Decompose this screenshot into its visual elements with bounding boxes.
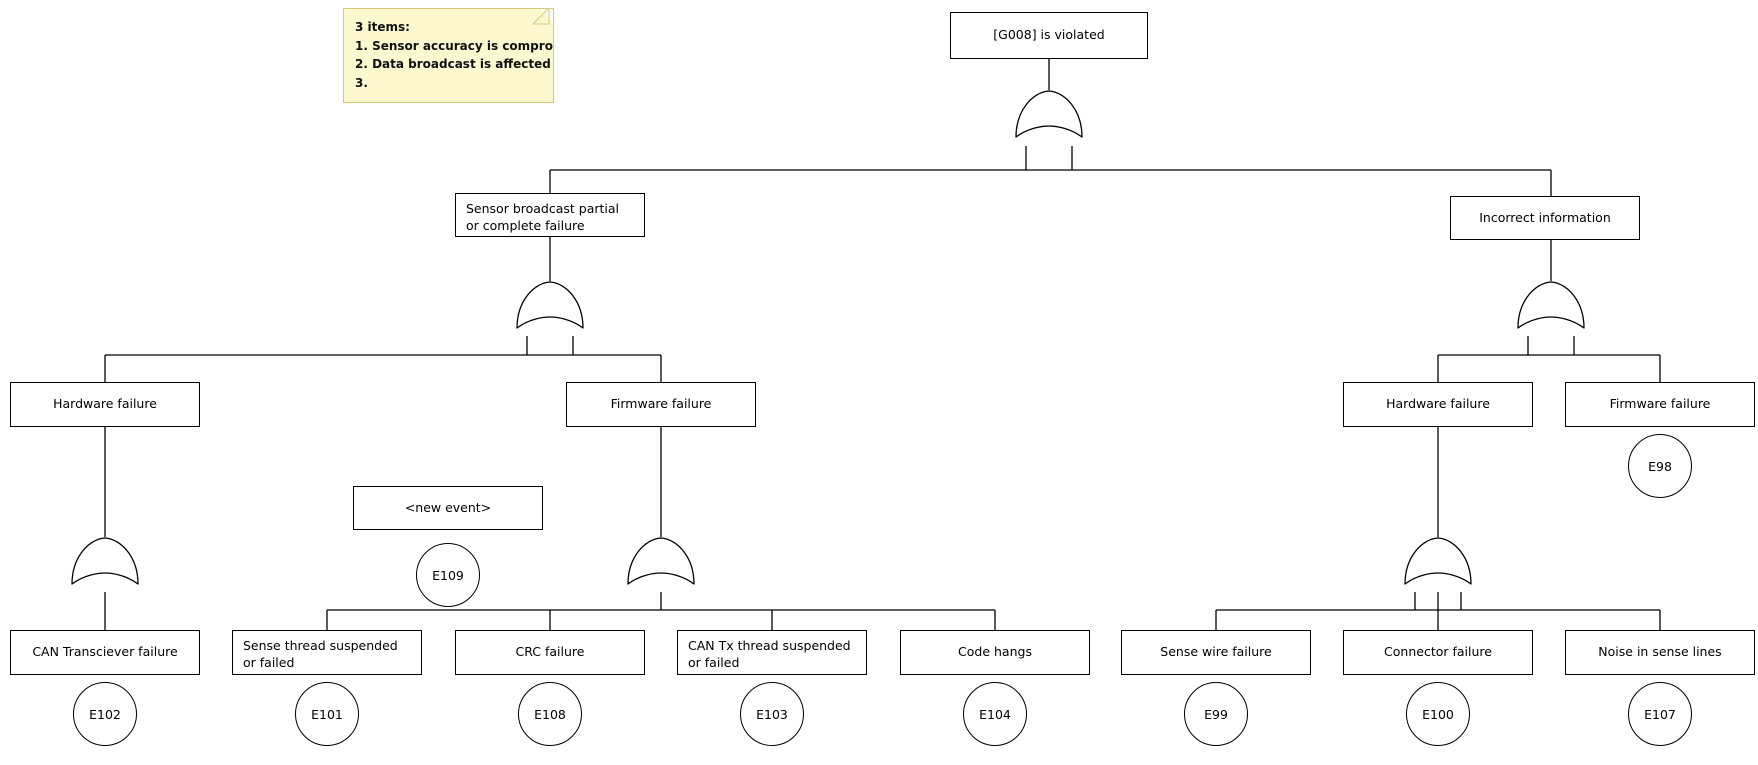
basic-event-e102[interactable]: E102 [73,682,137,746]
node-sense-wire-failure[interactable]: Sense wire failure [1121,630,1311,675]
node-label: Sense thread suspended or failed [243,638,398,670]
basic-event-e109[interactable]: E109 [416,543,480,607]
node-label: Incorrect information [1479,209,1611,225]
note-line-3: 3. [355,75,368,90]
node-can-transciever-failure[interactable]: CAN Transciever failure [10,630,200,675]
node-connector-failure[interactable]: Connector failure [1343,630,1533,675]
node-hardware-failure-right[interactable]: Hardware failure [1343,382,1533,427]
gate-sensor-broadcast-or[interactable] [514,281,586,341]
basic-event-e108[interactable]: E108 [518,682,582,746]
sticky-note[interactable]: 3 items: 1. Sensor accuracy is compromis… [343,8,554,103]
basic-event-label: E102 [89,706,121,722]
note-line-0: 3 items: [355,20,410,34]
node-label: [G008] is violated [993,27,1105,43]
basic-event-e107[interactable]: E107 [1628,682,1692,746]
node-incorrect-information[interactable]: Incorrect information [1450,196,1640,240]
basic-event-e98[interactable]: E98 [1628,434,1692,498]
node-label: CAN Tx thread suspended or failed [688,638,851,670]
node-label: Noise in sense lines [1598,644,1722,660]
basic-event-label: E101 [311,706,343,722]
node-label: Sensor broadcast partial or complete fai… [466,201,620,233]
basic-event-label: E107 [1644,706,1676,722]
gate-hardware-failure-left-or[interactable] [69,537,141,597]
basic-event-e103[interactable]: E103 [740,682,804,746]
basic-event-label: E104 [979,706,1011,722]
basic-event-label: E109 [432,567,464,583]
node-code-hangs[interactable]: Code hangs [900,630,1090,675]
node-firmware-failure-right[interactable]: Firmware failure [1565,382,1755,427]
basic-event-e99[interactable]: E99 [1184,682,1248,746]
node-label: CRC failure [515,644,585,660]
note-fold-corner-icon [539,9,553,23]
node-label: Hardware failure [1386,396,1490,412]
node-sense-thread-suspended[interactable]: Sense thread suspended or failed [232,630,422,675]
node-label: Firmware failure [1609,396,1711,412]
node-can-tx-thread-suspended[interactable]: CAN Tx thread suspended or failed [677,630,867,675]
node-label: Sense wire failure [1160,644,1272,660]
gate-top-or[interactable] [1013,90,1085,150]
node-label: Code hangs [958,644,1032,660]
basic-event-label: E103 [756,706,788,722]
node-label: Hardware failure [53,396,157,412]
node-new-event[interactable]: <new event> [353,486,543,530]
basic-event-label: E98 [1648,458,1672,474]
node-label: CAN Transciever failure [32,644,178,660]
note-line-2: 2. Data broadcast is affected [355,57,551,72]
node-sensor-broadcast-failure[interactable]: Sensor broadcast partial or complete fai… [455,193,645,237]
basic-event-label: E99 [1204,706,1228,722]
note-line-1: 1. Sensor accuracy is compromised [355,38,553,53]
basic-event-label: E100 [1422,706,1454,722]
node-noise-in-sense-lines[interactable]: Noise in sense lines [1565,630,1755,675]
node-label: <new event> [404,499,492,515]
node-crc-failure[interactable]: CRC failure [455,630,645,675]
node-label: Firmware failure [610,396,712,412]
node-firmware-failure-left[interactable]: Firmware failure [566,382,756,427]
basic-event-e100[interactable]: E100 [1406,682,1470,746]
basic-event-label: E108 [534,706,566,722]
node-g008-is-violated[interactable]: [G008] is violated [950,12,1148,59]
node-label: Connector failure [1384,644,1492,660]
node-hardware-failure-left[interactable]: Hardware failure [10,382,200,427]
gate-hardware-failure-right-or[interactable] [1402,537,1474,597]
gate-firmware-failure-left-or[interactable] [625,537,697,597]
basic-event-e104[interactable]: E104 [963,682,1027,746]
basic-event-e101[interactable]: E101 [295,682,359,746]
gate-incorrect-information-or[interactable] [1515,281,1587,341]
